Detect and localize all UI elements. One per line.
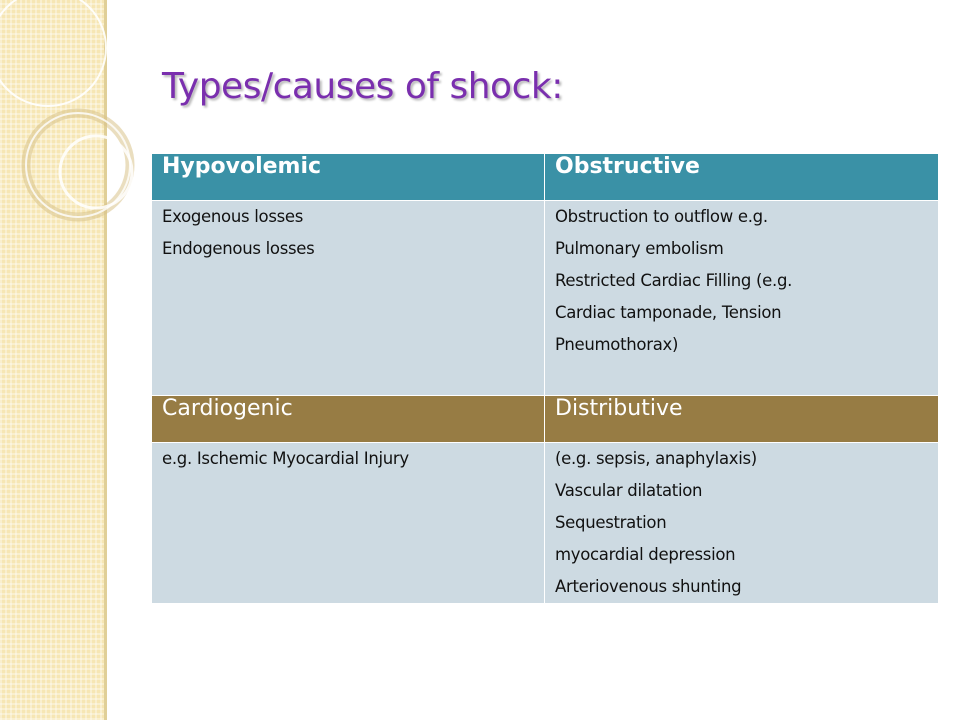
obstructive-line: Pulmonary embolism	[555, 239, 724, 258]
header-hypovolemic: Hypovolemic	[151, 153, 545, 201]
obstructive-line: Restricted Cardiac Filling (e.g.	[555, 271, 793, 290]
table-row: Exogenous losses Endogenous losses Obstr…	[151, 200, 939, 396]
cardiogenic-line: e.g. Ischemic Myocardial Injury	[162, 449, 409, 468]
distributive-line: (e.g. sepsis, anaphylaxis)	[555, 449, 757, 468]
table-subheader-row: Cardiogenic Distributive	[151, 395, 939, 443]
obstructive-cell: Obstruction to outflow e.g. Pulmonary em…	[544, 200, 939, 396]
distributive-line: Sequestration	[555, 513, 667, 532]
table-row: e.g. Ischemic Myocardial Injury (e.g. se…	[151, 442, 939, 604]
header-cardiogenic: Cardiogenic	[151, 395, 545, 443]
table-header-row: Hypovolemic Obstructive	[151, 153, 939, 201]
shock-types-table: Hypovolemic Obstructive Exogenous losses…	[151, 153, 939, 604]
small-ring-decoration	[58, 134, 134, 210]
slide-title: Types/causes of shock:	[162, 66, 563, 107]
header-distributive: Distributive	[544, 395, 939, 443]
obstructive-line: Pneumothorax)	[555, 335, 679, 354]
obstructive-line: Obstruction to outflow e.g.	[555, 207, 768, 226]
large-ring-decoration	[0, 0, 107, 107]
hypovolemic-cell: Exogenous losses Endogenous losses	[151, 200, 545, 396]
distributive-line: Vascular dilatation	[555, 481, 703, 500]
side-strip-edge	[104, 0, 107, 720]
header-obstructive: Obstructive	[544, 153, 939, 201]
decorative-rings	[0, 0, 135, 222]
hypovolemic-line: Exogenous losses	[162, 207, 304, 226]
distributive-line: Arteriovenous shunting	[555, 577, 742, 596]
distributive-line: myocardial depression	[555, 545, 736, 564]
hypovolemic-line: Endogenous losses	[162, 239, 315, 258]
distributive-cell: (e.g. sepsis, anaphylaxis) Vascular dila…	[544, 442, 939, 604]
obstructive-line: Cardiac tamponade, Tension	[555, 303, 782, 322]
cardiogenic-cell: e.g. Ischemic Myocardial Injury	[151, 442, 545, 604]
